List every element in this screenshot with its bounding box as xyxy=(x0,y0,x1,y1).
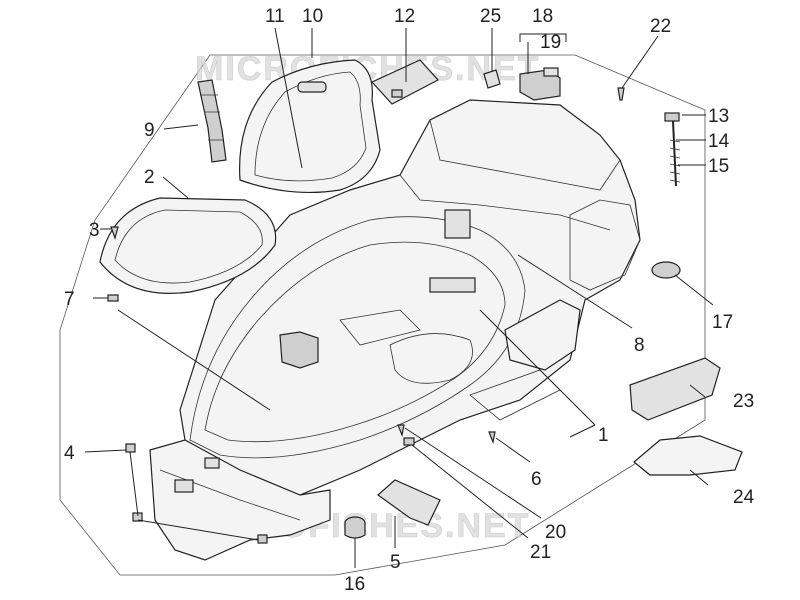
part-9-strap xyxy=(197,79,227,163)
callout-3: 3 xyxy=(89,220,100,241)
part-22-screw xyxy=(617,87,625,101)
part-23-cover xyxy=(629,357,721,421)
callout-15: 15 xyxy=(708,156,729,177)
callout-2: 2 xyxy=(144,167,155,188)
part-21-clip xyxy=(403,437,415,446)
callout-numbers: 11 10 12 25 18 19 22 13 14 15 9 2 3 7 4 … xyxy=(64,6,755,595)
callout-25: 25 xyxy=(480,6,501,27)
part-6-screw xyxy=(488,431,496,445)
callout-19: 19 xyxy=(540,32,561,53)
callout-6: 6 xyxy=(531,469,542,490)
watermark-top: MICROFICHES.NET xyxy=(195,50,540,88)
callout-21: 21 xyxy=(530,542,551,563)
callout-4: 4 xyxy=(64,443,75,464)
callout-13: 13 xyxy=(708,106,729,127)
callout-11: 11 xyxy=(265,6,285,27)
part-7-clip xyxy=(107,294,119,302)
part-17-cap xyxy=(651,261,681,279)
part-4-clip-c xyxy=(257,534,268,544)
part-24-pad xyxy=(633,435,743,476)
callout-16: 16 xyxy=(344,574,365,595)
callout-5: 5 xyxy=(390,552,401,573)
callout-22: 22 xyxy=(650,16,671,37)
part-4-clip-a xyxy=(125,443,136,453)
callout-14: 14 xyxy=(708,131,730,152)
part-20-screw xyxy=(397,424,405,438)
part-18-19-switch xyxy=(519,67,561,101)
part-10-liner xyxy=(239,59,381,194)
leader-lines xyxy=(84,27,714,568)
callout-17: 17 xyxy=(712,312,733,333)
callout-24: 24 xyxy=(733,487,755,508)
part-2-mat xyxy=(99,197,277,294)
part-16-plug xyxy=(344,516,366,539)
callout-20: 20 xyxy=(545,522,566,543)
part-3-screw xyxy=(110,226,119,240)
part-5-block xyxy=(377,479,441,526)
part-13-15-rod xyxy=(664,112,681,187)
callout-1: 1 xyxy=(598,425,609,446)
callout-18: 18 xyxy=(532,6,553,27)
callout-8: 8 xyxy=(634,335,645,356)
helmet-compartment-body xyxy=(149,99,641,561)
callout-12: 12 xyxy=(394,6,415,27)
assembly-frame xyxy=(59,54,706,576)
callout-9: 9 xyxy=(144,120,155,141)
part-12-plate xyxy=(371,59,439,105)
callout-7: 7 xyxy=(64,289,75,310)
callout-10: 10 xyxy=(302,6,323,27)
callout-23: 23 xyxy=(733,391,754,412)
